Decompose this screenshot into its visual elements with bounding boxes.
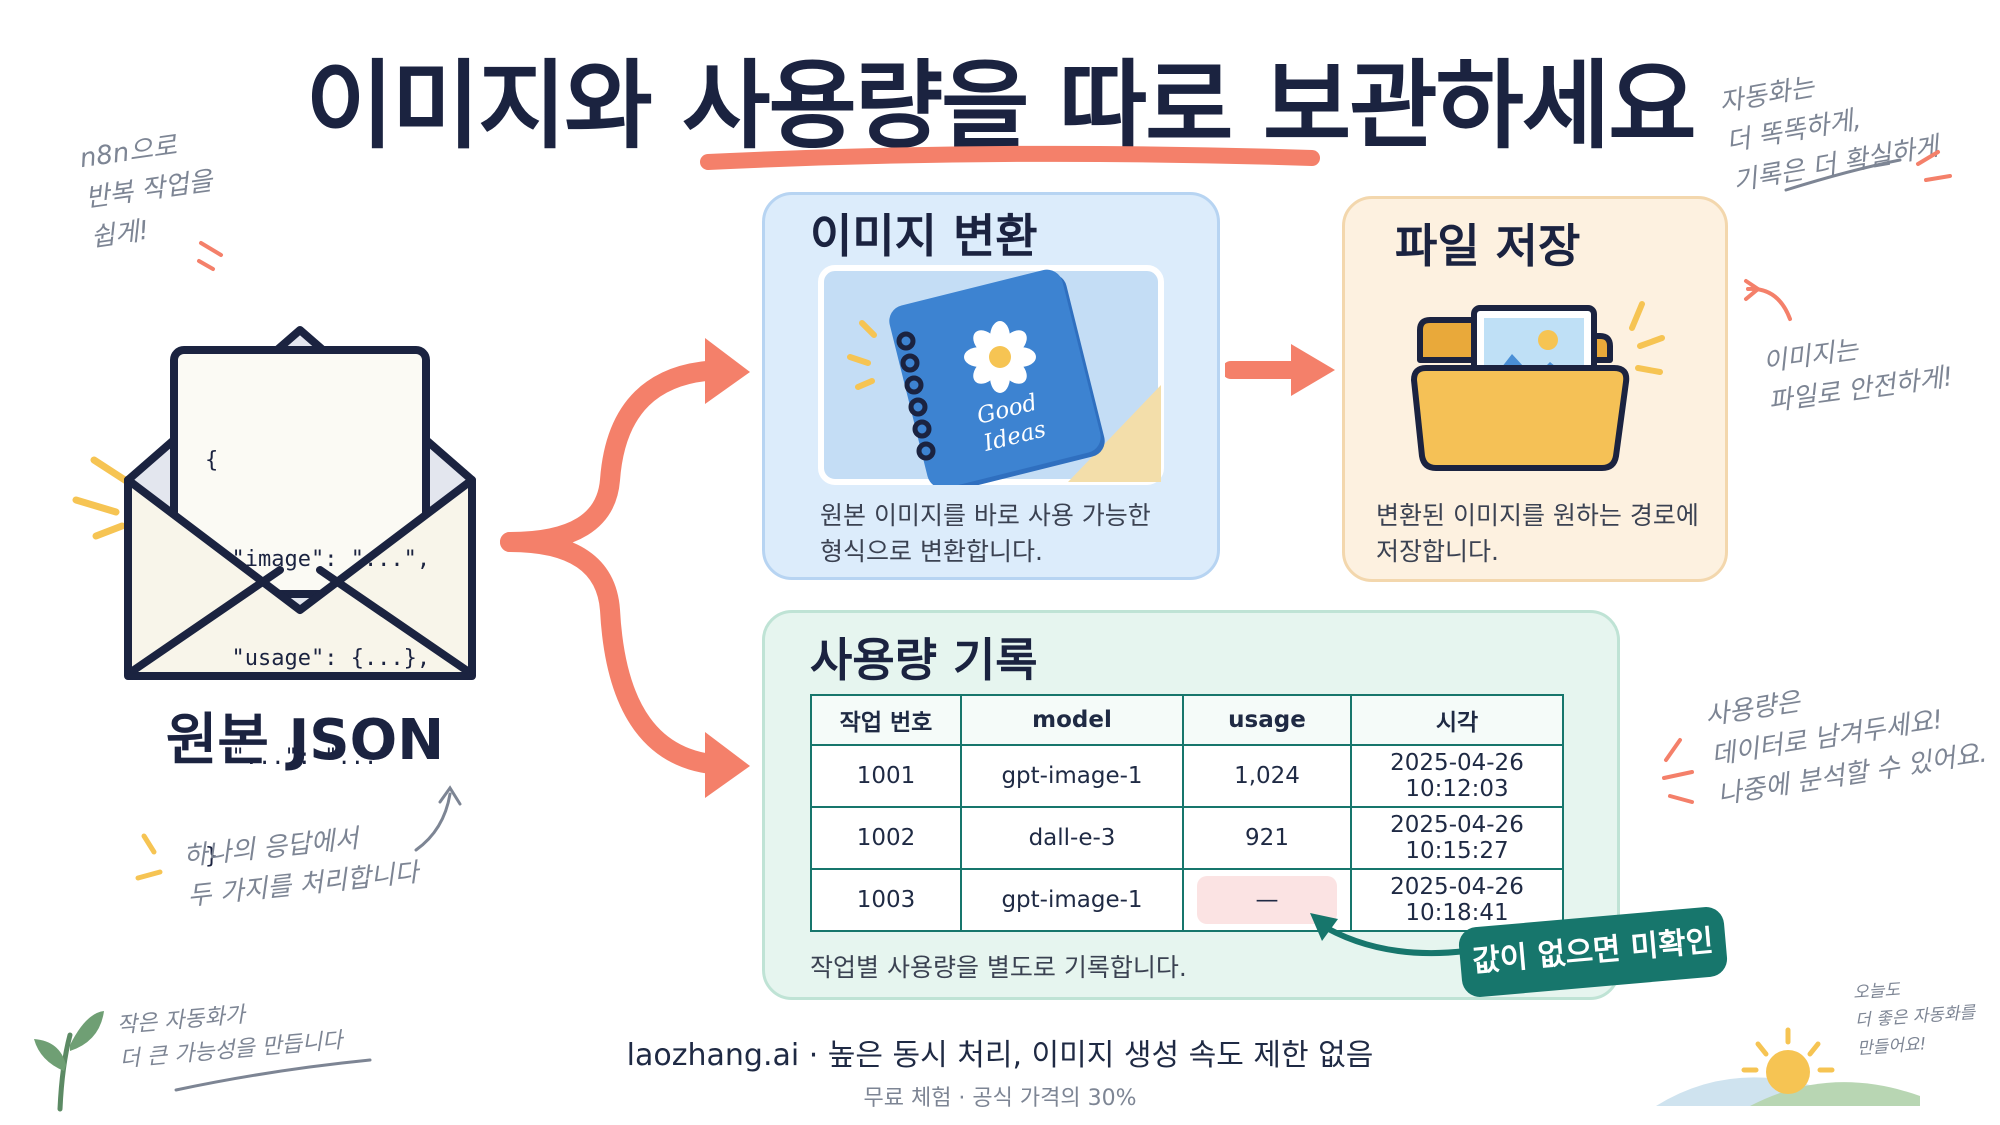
page-title: 이미지와 사용량을 따로 보관하세요 xyxy=(305,50,1696,162)
curved-arrow-icon xyxy=(414,785,462,852)
column-header: 시각 xyxy=(1350,694,1564,746)
cell-id: 1002 xyxy=(810,806,962,870)
json-code: { "image": "...", "usage": {...}, "...":… xyxy=(205,448,431,869)
footer-sub: 무료 체험 · 공식 가격의 30% xyxy=(863,1086,1137,1111)
folder-icon xyxy=(1411,301,1665,471)
spark-icon xyxy=(1662,738,1694,804)
column-header: model xyxy=(960,694,1184,746)
cell-time: 2025-04-26 10:12:03 xyxy=(1350,744,1564,808)
cell-usage: — xyxy=(1182,868,1352,932)
callout-arrow xyxy=(1310,913,1469,957)
table-row: 1002 dall-e-3 921 2025-04-26 10:15:27 xyxy=(810,806,1564,870)
card-usage-log-desc: 작업별 사용량을 별도로 기록합니다. xyxy=(810,953,1187,982)
column-header: 작업 번호 xyxy=(810,694,962,746)
column-header: usage xyxy=(1182,694,1352,746)
cell-id: 1003 xyxy=(810,868,962,932)
cell-usage: 921 xyxy=(1182,806,1352,870)
cell-model: gpt-image-1 xyxy=(960,744,1184,808)
envelope-icon xyxy=(72,326,476,680)
title-underline xyxy=(700,145,1320,170)
spark-icon xyxy=(197,241,223,271)
card-file-save-title: 파일 저장 xyxy=(1395,219,1581,273)
notebook-icon xyxy=(818,265,1164,485)
cell-id: 1001 xyxy=(810,744,962,808)
card-usage-log-title: 사용량 기록 xyxy=(810,633,1038,687)
curved-arrow-icon xyxy=(1744,279,1792,321)
usage-table: 작업 번호 model usage 시각 1001 gpt-image-1 1,… xyxy=(810,694,1564,932)
cell-model: dall-e-3 xyxy=(960,806,1184,870)
branch-arrow xyxy=(500,338,750,798)
note-bottom-right: 사용량은 데이터로 남겨두세요! 나중에 분석할 수 있어요. xyxy=(1703,687,1990,811)
cell-usage: 1,024 xyxy=(1182,744,1352,808)
cell-model: gpt-image-1 xyxy=(960,868,1184,932)
underline-swoosh xyxy=(174,1058,372,1092)
cell-time: 2025-04-26 10:18:41 xyxy=(1350,868,1564,932)
card-image-convert-desc: 원본 이미지를 바로 사용 가능한 형식으로 변환합니다. xyxy=(820,501,1151,566)
underline-swoosh xyxy=(1784,150,1952,192)
card-file-save-desc: 변환된 이미지를 원하는 경로에 저장합니다. xyxy=(1376,501,1699,566)
card-image-convert-title: 이미지 변환 xyxy=(810,209,1038,263)
sun-icon xyxy=(1656,1027,1920,1106)
table-row: 1001 gpt-image-1 1,024 2025-04-26 10:12:… xyxy=(810,744,1564,808)
spark-icon xyxy=(135,833,163,881)
table-header-row: 작업 번호 model usage 시각 xyxy=(810,694,1564,746)
source-label: 원본 JSON xyxy=(165,708,445,773)
arrow-right xyxy=(1225,344,1335,396)
leaf-icon xyxy=(34,1011,104,1112)
flower-icon xyxy=(964,321,1036,393)
cell-time: 2025-04-26 10:15:27 xyxy=(1350,806,1564,870)
table-row: 1003 gpt-image-1 — 2025-04-26 10:18:41 xyxy=(810,868,1564,932)
footer-main: laozhang.ai · 높은 동시 처리, 이미지 생성 속도 제한 없음 xyxy=(626,1038,1374,1073)
